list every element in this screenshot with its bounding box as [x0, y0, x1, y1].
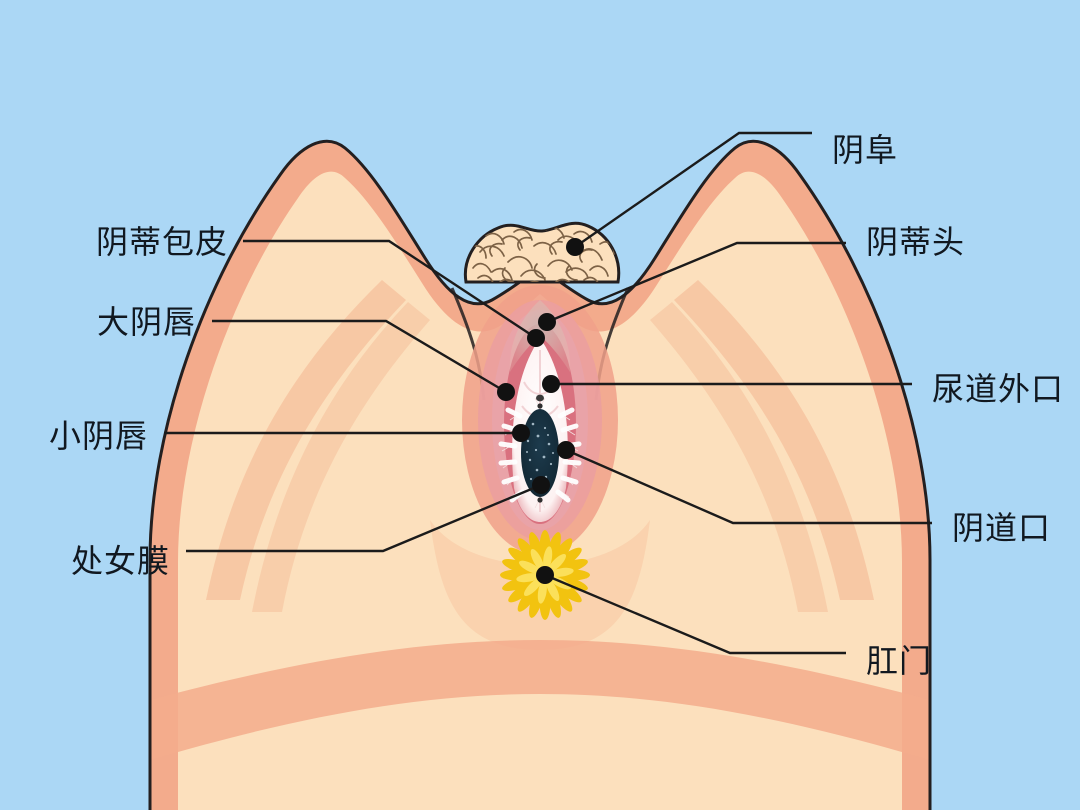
vulva-group	[462, 285, 618, 555]
leader-dot-glans-clitoris	[538, 313, 556, 331]
label-urethral-opening: 尿道外口	[932, 371, 1064, 407]
callout-labia-majora[interactable]: 大阴唇	[97, 304, 515, 401]
leader-line-vaginal-opening	[565, 448, 932, 525]
leader-dot-clitoral-hood	[527, 329, 545, 347]
gluteal-fold-shading	[150, 640, 930, 760]
leader-line-clitoral-hood	[243, 239, 537, 340]
vaginal-opening-speckles	[526, 422, 554, 489]
callout-glans-clitoris[interactable]: 阴蒂头	[538, 224, 965, 331]
thigh-crease-left-outer	[206, 280, 406, 600]
leader-line-glans-clitoris	[546, 241, 846, 324]
leader-line-anus	[544, 573, 846, 655]
callout-labia-minora[interactable]: 小阴唇	[49, 418, 530, 454]
label-labia-minora: 小阴唇	[49, 418, 148, 454]
urethral-opening-mark	[536, 394, 544, 402]
pubic-hair-strokes	[469, 226, 615, 282]
mons-pubis-group	[463, 221, 621, 284]
leader-dot-urethral-opening	[542, 375, 560, 393]
callout-clitoral-hood[interactable]: 阴蒂包皮	[96, 224, 545, 347]
leader-line-labia-majora	[212, 319, 507, 394]
label-mons-pubis: 阴阜	[832, 132, 898, 168]
hymen-fringe-spikes	[498, 407, 582, 503]
leader-dot-mons-pubis	[566, 238, 584, 256]
leader-dot-hymen	[532, 476, 550, 494]
label-vaginal-opening: 阴道口	[952, 510, 1051, 546]
label-glans-clitoris: 阴蒂头	[866, 224, 965, 260]
vestibule-dot-lower	[537, 497, 543, 503]
callout-hymen[interactable]: 处女膜	[71, 476, 550, 579]
leader-dot-vaginal-opening	[557, 441, 575, 459]
leader-line-mons-pubis	[574, 131, 812, 248]
label-anus: 肛门	[866, 643, 932, 679]
callout-vaginal-opening[interactable]: 阴道口	[557, 441, 1051, 546]
label-hymen: 处女膜	[71, 543, 170, 579]
thigh-crease-right-outer	[674, 280, 874, 600]
label-clitoral-hood: 阴蒂包皮	[96, 224, 228, 260]
vaginal-opening	[521, 409, 559, 497]
leader-dot-labia-majora	[497, 383, 515, 401]
leader-line-hymen	[186, 483, 542, 553]
callout-anus[interactable]: 肛门	[536, 566, 932, 679]
leader-dot-labia-minora	[512, 424, 530, 442]
thigh-crease-left-inner	[252, 302, 430, 612]
label-labia-majora: 大阴唇	[97, 304, 196, 340]
pubic-hair-group	[469, 226, 615, 282]
vestibule-dot-upper	[537, 403, 543, 409]
callout-mons-pubis[interactable]: 阴阜	[566, 131, 898, 256]
thigh-crease-right-inner	[650, 302, 828, 612]
callout-urethral-opening[interactable]: 尿道外口	[542, 371, 1064, 407]
leader-dot-anus	[536, 566, 554, 584]
